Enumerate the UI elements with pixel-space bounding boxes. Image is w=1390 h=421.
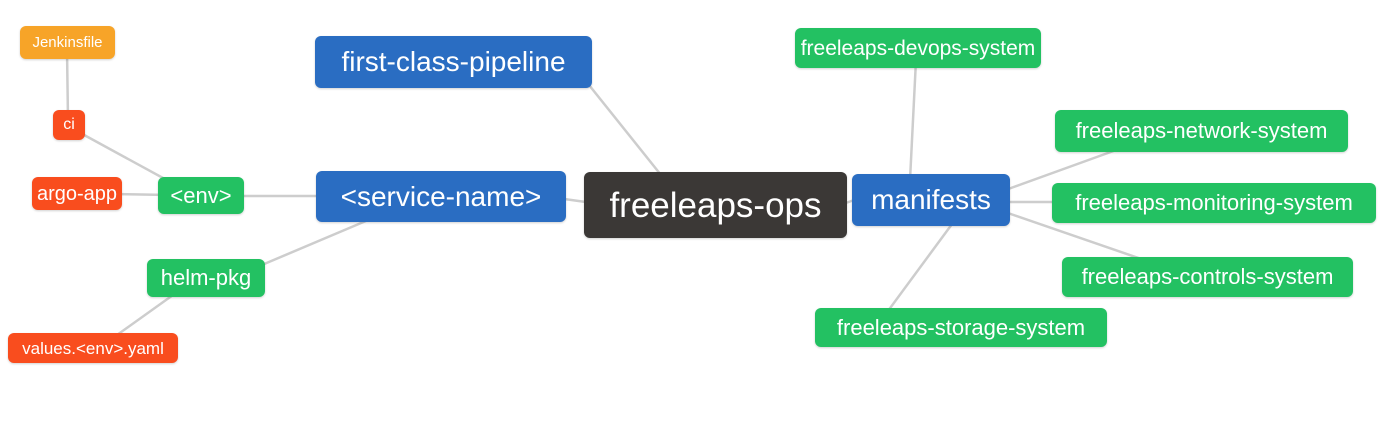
node-env[interactable]: <env> [158,177,244,214]
node-freeleaps-controls-system[interactable]: freeleaps-controls-system [1062,257,1353,297]
node-freeleaps-ops[interactable]: freeleaps-ops [584,172,847,238]
node-freeleaps-monitoring-system[interactable]: freeleaps-monitoring-system [1052,183,1376,223]
node-service-name[interactable]: <service-name> [316,171,566,222]
node-jenkinsfile[interactable]: Jenkinsfile [20,26,115,59]
node-ci[interactable]: ci [53,110,85,140]
node-freeleaps-storage-system[interactable]: freeleaps-storage-system [815,308,1107,347]
edge-manifests-network [998,143,1132,194]
edge-values-helm-pkg [108,288,182,342]
edge-manifests-devops [908,58,918,182]
node-manifests[interactable]: manifests [852,174,1010,226]
node-first-class-pipeline[interactable]: first-class-pipeline [315,36,592,88]
edge-first-class-pipeline-ops [583,78,667,182]
node-freeleaps-network-system[interactable]: freeleaps-network-system [1055,110,1348,152]
node-values-env-yaml[interactable]: values.<env>.yaml [8,333,178,363]
node-freeleaps-devops-system[interactable]: freeleaps-devops-system [795,28,1041,68]
node-helm-pkg[interactable]: helm-pkg [147,259,265,297]
edge-helm-pkg-service-name [248,213,382,272]
edge-manifests-controls [1003,210,1152,264]
edge-jenkinsfile-ci [65,48,70,122]
node-argo-app[interactable]: argo-app [32,177,122,210]
edge-manifests-storage [883,218,957,317]
